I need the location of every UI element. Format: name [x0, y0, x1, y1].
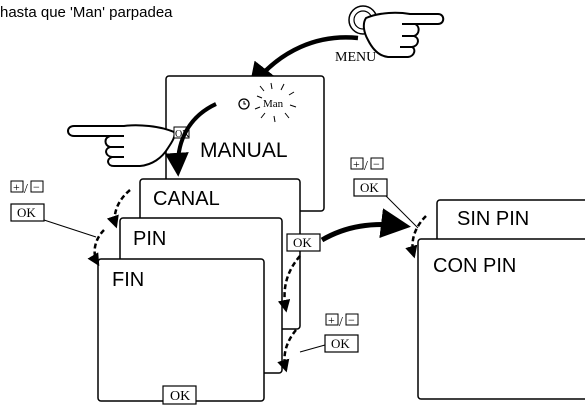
plus-label: +: [328, 313, 335, 327]
key-group-bottom: + / − OK: [299, 313, 359, 353]
menu-label: MENU: [335, 50, 376, 65]
minus-button[interactable]: [30, 180, 44, 193]
plus-button[interactable]: [350, 157, 364, 170]
ok-label-pin: OK: [293, 235, 312, 250]
minus-label: −: [373, 157, 380, 171]
arrow-sinpin-to-conpin: [405, 215, 427, 259]
slash-label: /: [364, 159, 368, 174]
minus-label: −: [33, 180, 40, 194]
minus-button[interactable]: [345, 313, 359, 326]
minus-label: −: [348, 313, 355, 327]
fin-title: FIN: [112, 269, 144, 291]
fin-screen: FIN OK: [97, 258, 265, 405]
pin-title: PIN: [133, 228, 166, 250]
caption: hasta que 'Man' parpadea: [0, 4, 173, 21]
arrow-menu-to-manual: [248, 35, 359, 91]
key-group-left: + / − OK: [10, 180, 97, 238]
arrow-fin-cycle: [277, 329, 297, 373]
blinking-rays-icon: [254, 82, 297, 123]
plus-label: +: [13, 180, 20, 194]
plus-button[interactable]: [10, 180, 24, 193]
ok-button-fin[interactable]: [162, 385, 197, 405]
key-group-right: + / − OK: [350, 157, 419, 229]
ok-button[interactable]: [324, 334, 359, 353]
arrow-pin-back: [277, 255, 301, 313]
clock-icon: [238, 98, 250, 110]
sin-pin-title-visible: SIN PIN: [457, 208, 529, 230]
plus-button[interactable]: [325, 313, 339, 326]
plus-label: +: [353, 157, 360, 171]
slash-label: /: [339, 315, 343, 330]
ok-label: OK: [17, 205, 36, 220]
ok-button[interactable]: [353, 178, 388, 197]
mode-indicator: Man: [263, 98, 284, 110]
canal-title: CANAL: [153, 188, 220, 210]
pointing-hand-icon: [67, 124, 176, 167]
manual-title: MANUAL: [200, 139, 288, 162]
con-pin-screen: CON PIN: [417, 238, 585, 400]
ok-label: OK: [360, 180, 379, 195]
ok-button[interactable]: [10, 203, 45, 222]
minus-button[interactable]: [370, 157, 384, 170]
arrow-pin-to-sinpin: [320, 208, 411, 243]
con-pin-title: CON PIN: [433, 255, 516, 277]
arrow-canal-to-pin: [106, 189, 131, 229]
ok-label-fin: OK: [170, 389, 190, 404]
ok-label: OK: [331, 336, 350, 351]
arrow-manual-to-canal: [164, 102, 217, 177]
pointing-hand-icon: [362, 11, 445, 58]
slash-label: /: [24, 182, 28, 197]
ok-button-pin[interactable]: [286, 233, 321, 252]
arrow-pin-to-fin: [87, 229, 105, 267]
